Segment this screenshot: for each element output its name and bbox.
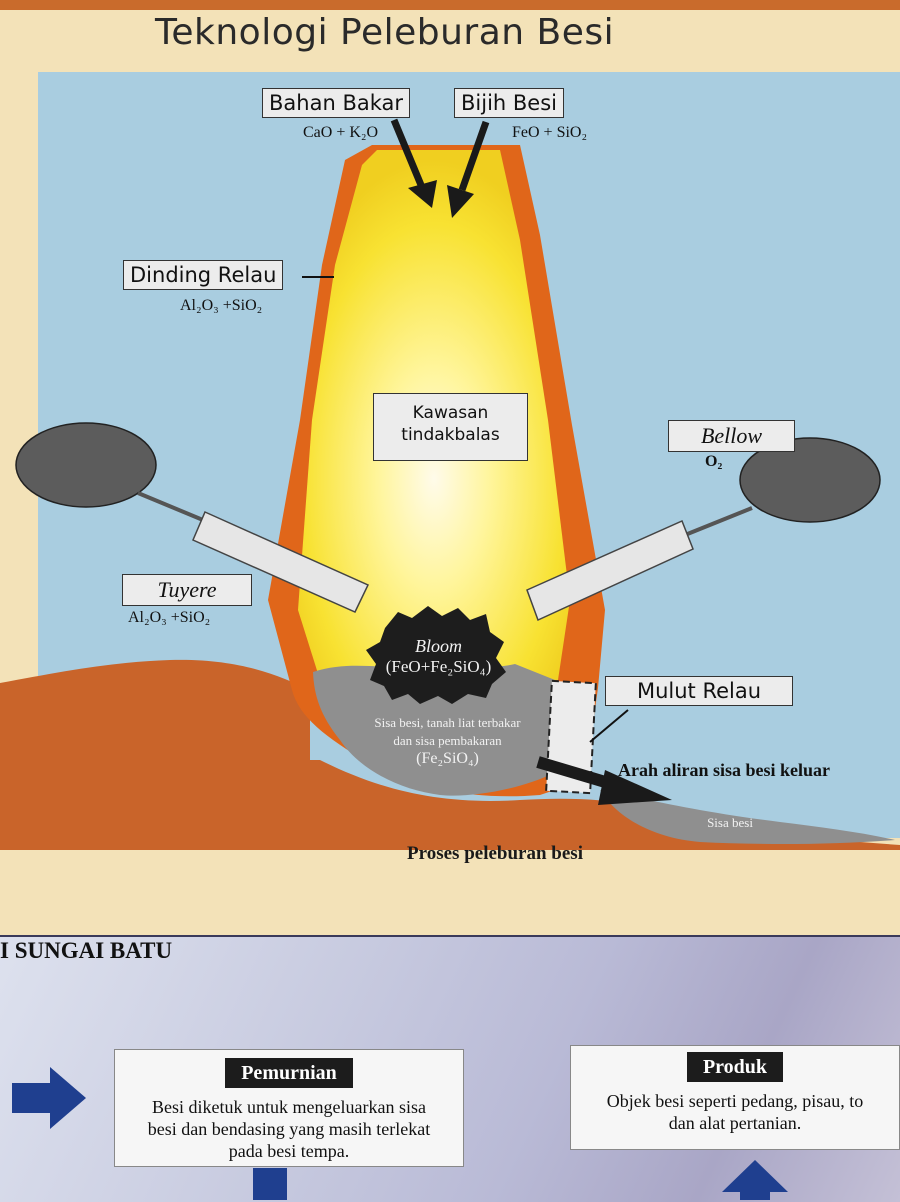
bahan-bakar-arrow [390,118,437,208]
kawasan-line1: Kawasan [412,403,489,423]
diagram-caption: Proses peleburan besi [407,843,583,864]
step-produk: Produk Objek besi seperti pedang, pisau,… [570,1045,900,1150]
dinding-relau-formula: Al₂O₃ +SiO₂ [180,297,263,314]
sisa-besi-label: Sisa besi [707,815,753,830]
bellow-right [739,437,881,523]
slag-pile [313,663,556,796]
mulut-leader [589,709,629,743]
bellow-right-pipe [679,506,753,539]
arrow-right-icon [12,1067,86,1129]
step-pemurnian-line2: besi dan bendasing yang masih terlekat [147,1119,431,1139]
bahan-bakar-label: Bahan Bakar [262,88,411,118]
slag-line1: Sisa besi, tanah liat terbakar [374,715,521,730]
bahan-bakar-formula: CaO + K₂O [303,124,379,141]
slag-line2: dan sisa pembakaran [393,733,502,748]
kawasan-box: Kawasan tindakbalas [373,393,528,461]
top-border-strip [0,0,900,10]
kawasan-line2: tindakbalas [401,425,500,445]
step-produk-line2: dan alat pertanian. [668,1113,802,1133]
bijih-besi-label: Bijih Besi [454,88,564,118]
bijih-besi-formula: FeO + SiO₂ [512,124,588,141]
step-pemurnian-line1: Besi diketuk untuk mengeluarkan sisa [152,1097,426,1117]
outflow-slag [600,790,895,845]
step-produk-title: Produk [686,1052,784,1082]
step-pemurnian-title: Pemurnian [225,1058,353,1088]
bellow-formula: O₂ [705,453,723,470]
step-pemurnian-line3: pada besi tempa. [228,1141,350,1161]
arrow-down-icon [253,1168,287,1200]
tuyere-formula: Al₂O₃ +SiO₂ [128,609,211,626]
page-title: Teknologi Peleburan Besi [155,12,615,53]
outflow-arrow [536,756,672,805]
step-produk-line1: Objek besi seperti pedang, pisau, to [606,1091,864,1111]
bijih-besi-arrow [447,120,490,218]
bloom-formula: (FeO+Fe₂SiO₄) [385,657,492,676]
arah-aliran-label: Arah aliran sisa besi keluar [618,760,831,780]
tuyere-pipe-right [526,519,694,622]
bellow-left [15,422,157,508]
site-heading: I SUNGAI BATU [0,938,173,963]
bloom [366,606,506,704]
tuyere-label: Tuyere [122,574,252,606]
step-pemurnian: Pemurnian Besi diketuk untuk mengeluarka… [114,1049,464,1167]
bellow-label: Bellow [668,420,795,452]
bloom-label: Bloom [415,636,462,656]
furnace-diagram [0,72,900,850]
mulut-relau-label: Mulut Relau [605,676,793,706]
tuyere-pipe-left [192,511,370,613]
slag-formula: (Fe₂SiO₄) [416,750,479,767]
dinding-relau-label: Dinding Relau [123,260,284,290]
arrow-up-icon [722,1160,788,1200]
